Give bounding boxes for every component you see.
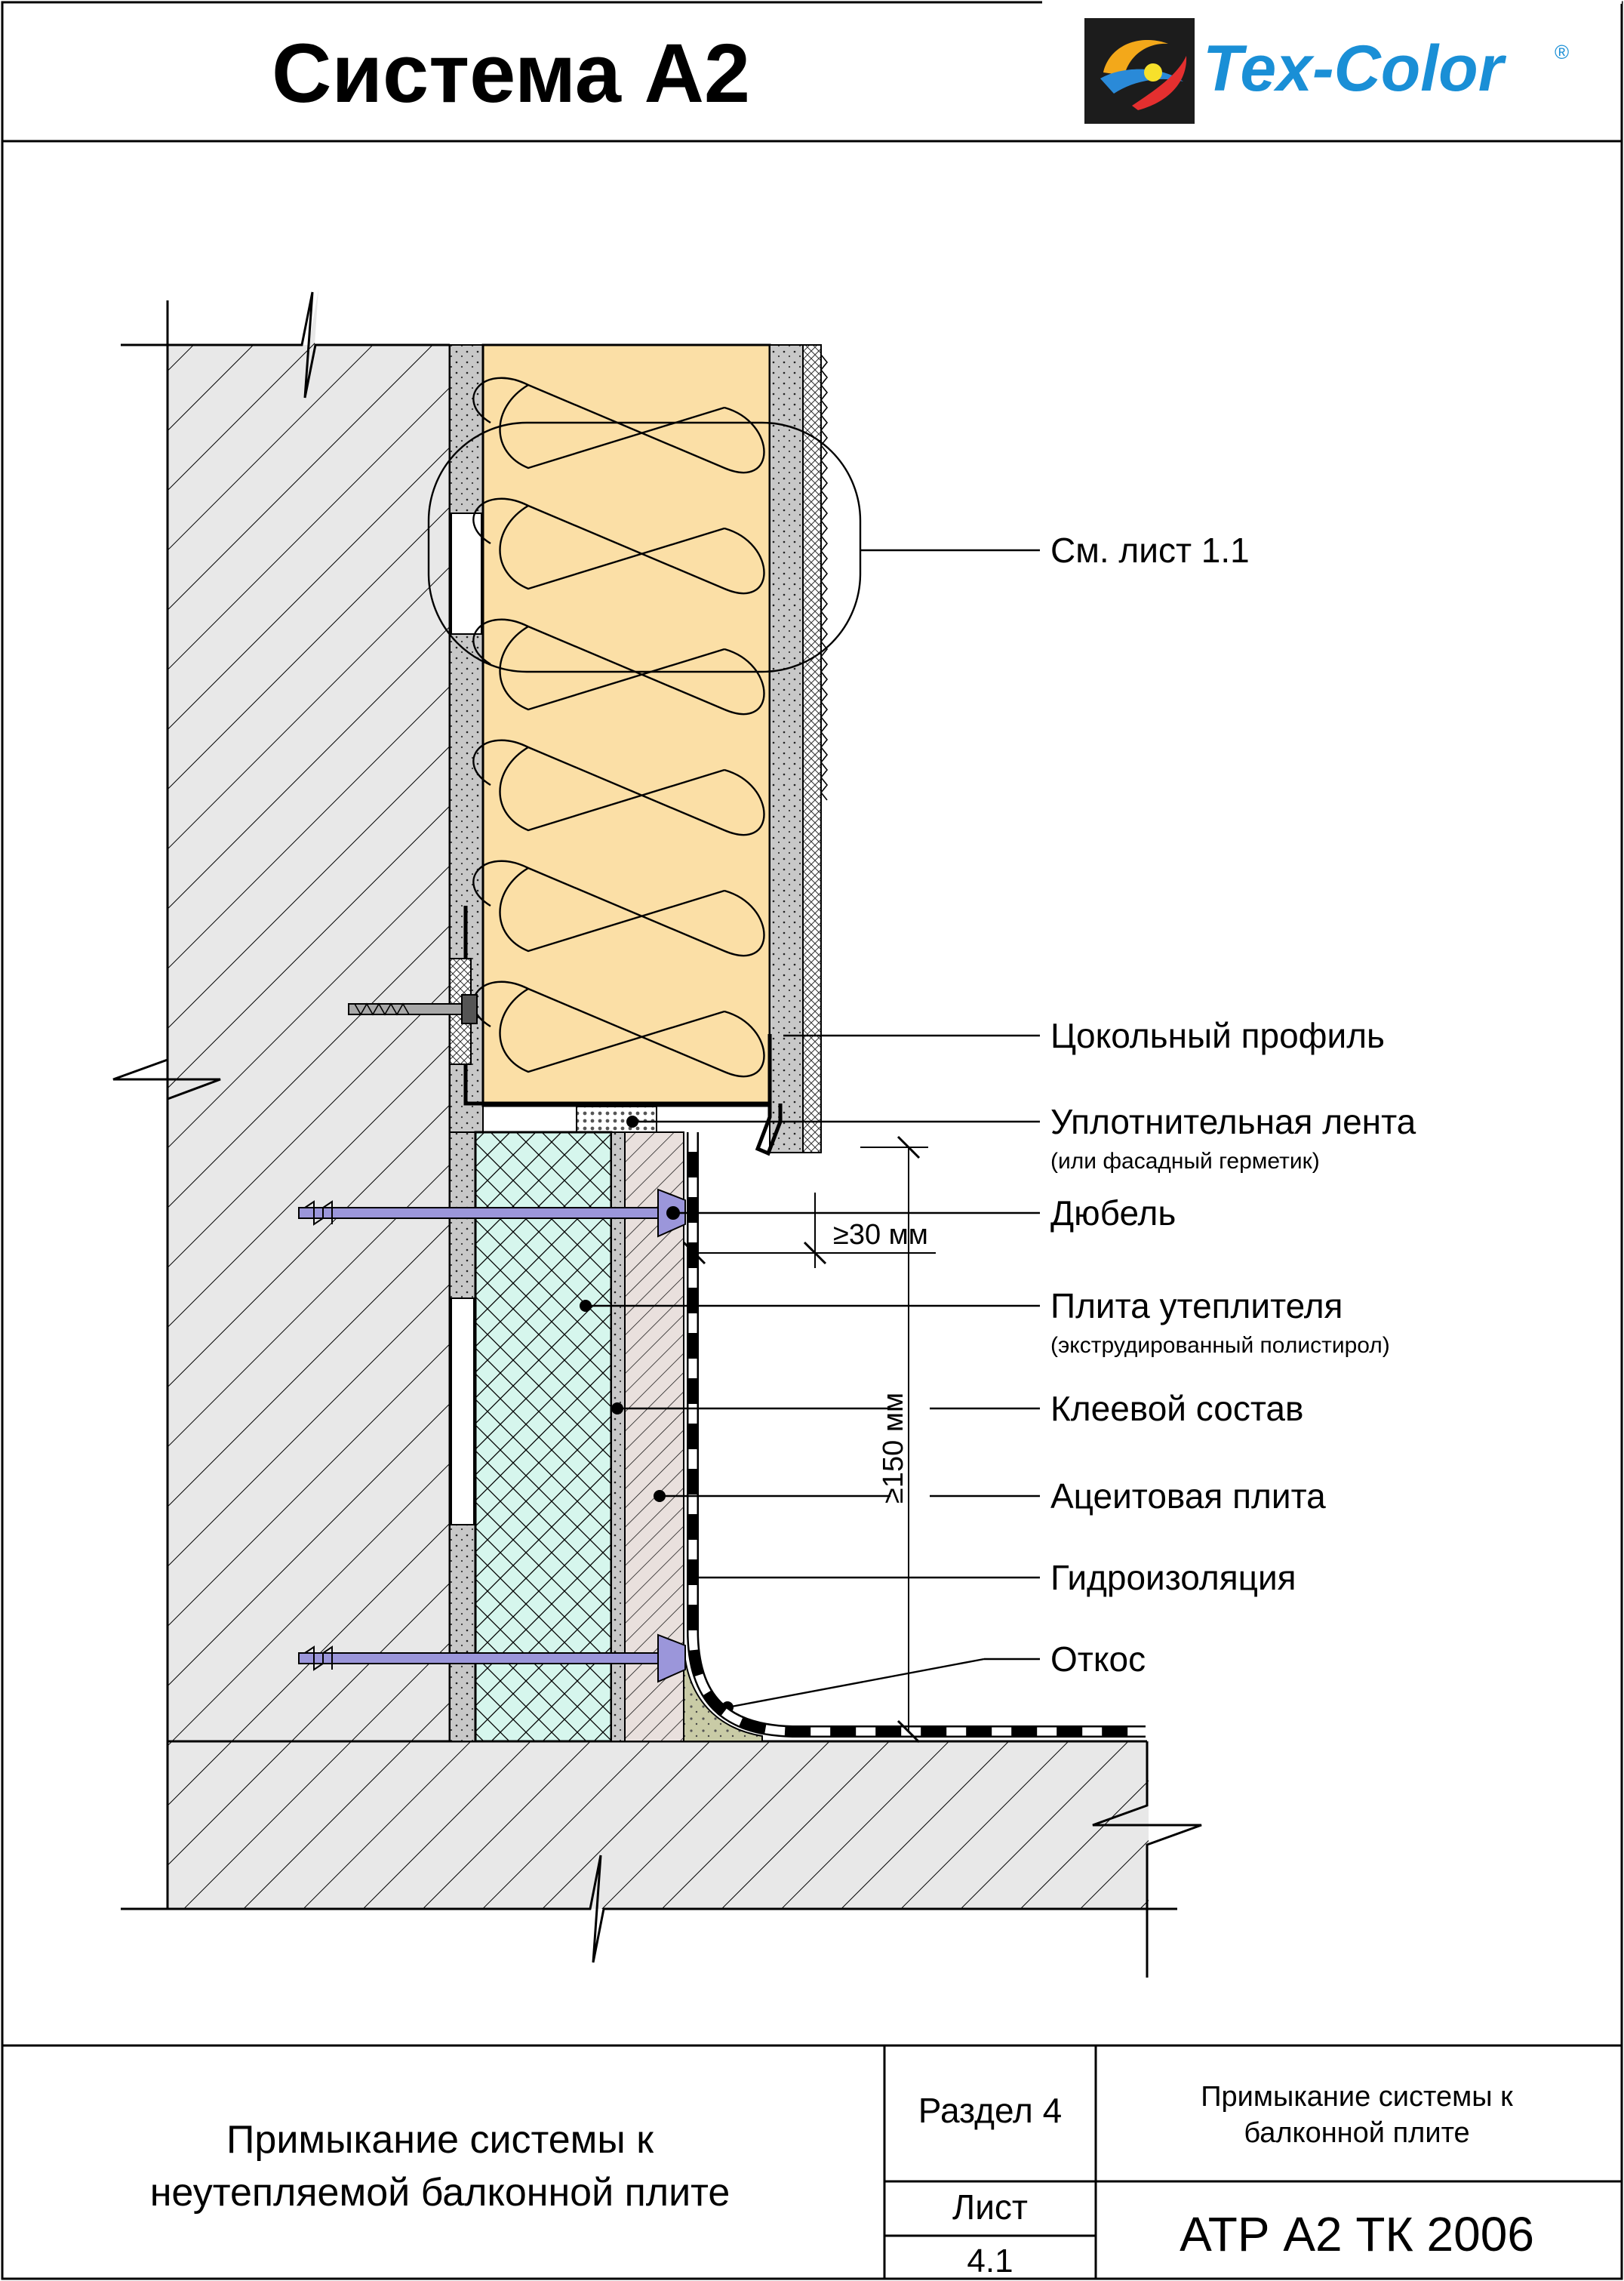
adhesive-gap-lower-1 <box>451 1297 475 1525</box>
mineral-wool-insulation <box>481 343 771 1107</box>
brand-logo: Tex-Color ® <box>1084 18 1569 124</box>
label-sealing-tape: Уплотнительная лента <box>1050 1102 1416 1141</box>
label-slope: Откос <box>1050 1639 1146 1679</box>
label-base-profile: Цокольный профиль <box>1050 1016 1385 1055</box>
title-block: Примыкание системы к неутепляемой балкон… <box>2 2044 1622 2279</box>
callout-labels: См. лист 1.1 Цокольный профиль Уплотните… <box>1050 531 1416 1679</box>
logo-swirl-blue <box>1100 69 1183 94</box>
logo-swirl-red <box>1132 56 1187 110</box>
dimension-min-height: ≥150 мм <box>878 1393 909 1504</box>
label-see-sheet: См. лист 1.1 <box>1050 531 1250 570</box>
title-block-description-line1: Примыкание системы к <box>226 2118 654 2162</box>
dowel-lower <box>298 1633 686 1683</box>
title-block-sheet-label: Лист <box>952 2187 1028 2227</box>
title-block-sheet-number: 4.1 <box>967 2243 1013 2279</box>
render-finish-upper <box>802 344 822 1153</box>
title-block-section-title-line2: балконной плите <box>1244 2117 1469 2149</box>
brand-name: Tex-Color <box>1203 32 1507 105</box>
label-waterproofing: Гидроизоляция <box>1050 1558 1296 1597</box>
waterproofing-membrane <box>688 1132 1146 1736</box>
slab-right-break-line <box>1092 1741 1202 1978</box>
detail-reference-outline <box>427 421 862 673</box>
title-block-section-title-line1: Примыкание системы к <box>1201 2081 1513 2113</box>
dimension-min-offset: ≥30 мм <box>833 1219 928 1251</box>
reinforcing-layer-upper <box>769 344 804 1153</box>
slope-fillet <box>683 1645 763 1742</box>
mineral-wool-waves <box>472 377 765 1078</box>
label-sealing-tape-note: (или фасадный герметик) <box>1050 1149 1320 1174</box>
profile-anchor-screw <box>348 994 478 1024</box>
leader-lines <box>586 549 1040 1709</box>
label-dowel: Дюбель <box>1050 1193 1176 1233</box>
xps-insulation-board <box>474 1131 613 1743</box>
wall-left-break-line <box>112 300 221 1741</box>
dowel-upper <box>298 1188 686 1238</box>
wall-top-break-line <box>121 291 450 399</box>
adhesive-layer-board <box>611 1131 626 1742</box>
logo-dot-yellow <box>1144 63 1162 82</box>
page-title: Система А2 <box>272 27 750 120</box>
aceid-board <box>624 1131 684 1742</box>
label-insulation-board: Плита утеплителя <box>1050 1286 1343 1325</box>
adhesive-gap-upper <box>451 513 482 635</box>
title-block-section-label: Раздел 4 <box>918 2091 1062 2130</box>
title-block-doc-code: АТР А2 ТК 2006 <box>1180 2207 1534 2261</box>
logo-swirl-orange <box>1103 39 1168 75</box>
label-insulation-board-note: (экструдированный полистирол) <box>1050 1333 1390 1358</box>
slab-bottom-break-line <box>121 1855 1177 1963</box>
dimensions: ≥30 мм ≥150 мм <box>682 1135 936 1744</box>
structure <box>112 289 1202 1978</box>
label-adhesive: Клеевой состав <box>1050 1389 1303 1428</box>
header: Система А2 Tex-Color ® <box>272 18 1569 124</box>
title-block-description-line2: неутепляемой балконной плите <box>150 2171 730 2215</box>
wall-fill <box>168 345 450 1741</box>
balcony-slab <box>168 1741 1149 1909</box>
label-aceid-board: Ацеитовая плита <box>1050 1476 1326 1516</box>
brand-registered-mark: ® <box>1555 41 1569 63</box>
render-finish-texture <box>820 354 829 801</box>
